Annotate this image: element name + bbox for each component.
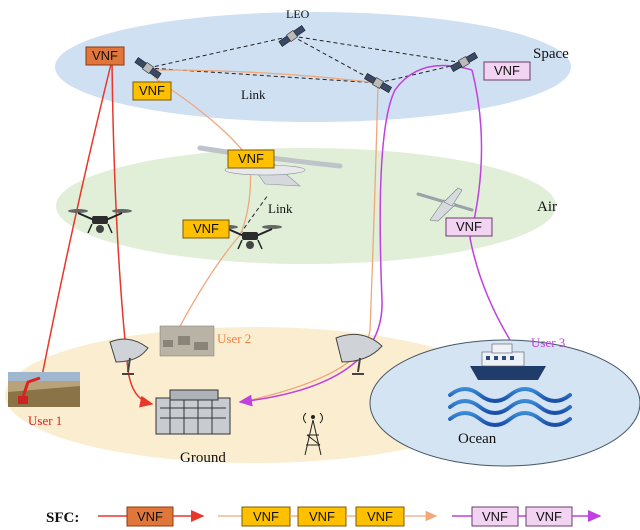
drone-icon (68, 209, 132, 234)
air-label: Air (537, 199, 557, 215)
vnf-box-yellow: VNF (132, 81, 172, 101)
svg-text:VNF: VNF (139, 83, 165, 98)
vnf-box-pink: VNF (483, 61, 531, 81)
data-center-building-icon (155, 389, 231, 435)
vnf-box-orange: VNF (85, 46, 125, 66)
user2-label: User 2 (217, 331, 251, 346)
svg-text:VNF: VNF (494, 63, 520, 78)
svg-text:VNF: VNF (367, 509, 393, 524)
sfc-chain-yellow: VNF VNF VNF (218, 506, 438, 527)
sfc-label: SFC: (46, 510, 79, 526)
cell-tower-icon (303, 412, 323, 456)
sfc-path-red (41, 59, 154, 408)
fixed-wing-uav-icon (416, 187, 474, 222)
user3-label: User 3 (531, 335, 565, 350)
satellite-icon (278, 25, 306, 47)
sfc-chain-purple: VNF VNF (452, 506, 602, 527)
satellite-icon (134, 57, 162, 79)
svg-text:VNF: VNF (456, 219, 482, 234)
sfc-legend: SFC: VNF VNF VNF VNF VNF (46, 506, 602, 527)
vnf-box-pink: VNF (445, 217, 493, 237)
ocean-waves-icon (448, 387, 572, 427)
user2-factory-image (159, 325, 215, 357)
vnf-box-yellow: VNF (227, 149, 275, 169)
satellite-dish-icon (109, 338, 149, 375)
svg-text:VNF: VNF (482, 509, 508, 524)
satellite-dish-icon (335, 333, 383, 375)
svg-text:VNF: VNF (253, 509, 279, 524)
air-layer (56, 148, 556, 264)
user1-robot-field-image (8, 372, 80, 407)
svg-text:VNF: VNF (193, 221, 219, 236)
air-link-label: Link (268, 201, 293, 216)
svg-text:VNF: VNF (137, 509, 163, 524)
svg-text:VNF: VNF (238, 151, 264, 166)
satellite-icon (450, 52, 478, 72)
satellite-icon (364, 73, 392, 93)
svg-text:VNF: VNF (92, 48, 118, 63)
ocean-layer (369, 339, 640, 467)
svg-text:VNF: VNF (536, 509, 562, 524)
space-label: Space (533, 46, 569, 62)
sfc-path-peach (151, 69, 379, 403)
leo-label: LEO (286, 7, 310, 21)
ground-label: Ground (180, 450, 226, 466)
vnf-box-yellow: VNF (182, 219, 230, 239)
space-link-label: Link (241, 87, 266, 102)
svg-text:VNF: VNF (309, 509, 335, 524)
user3-ship-icon (470, 343, 546, 380)
sfc-chain-red: VNF (98, 506, 205, 527)
ocean-label: Ocean (458, 431, 497, 447)
space-layer (55, 12, 571, 122)
user1-label: User 1 (28, 413, 62, 428)
